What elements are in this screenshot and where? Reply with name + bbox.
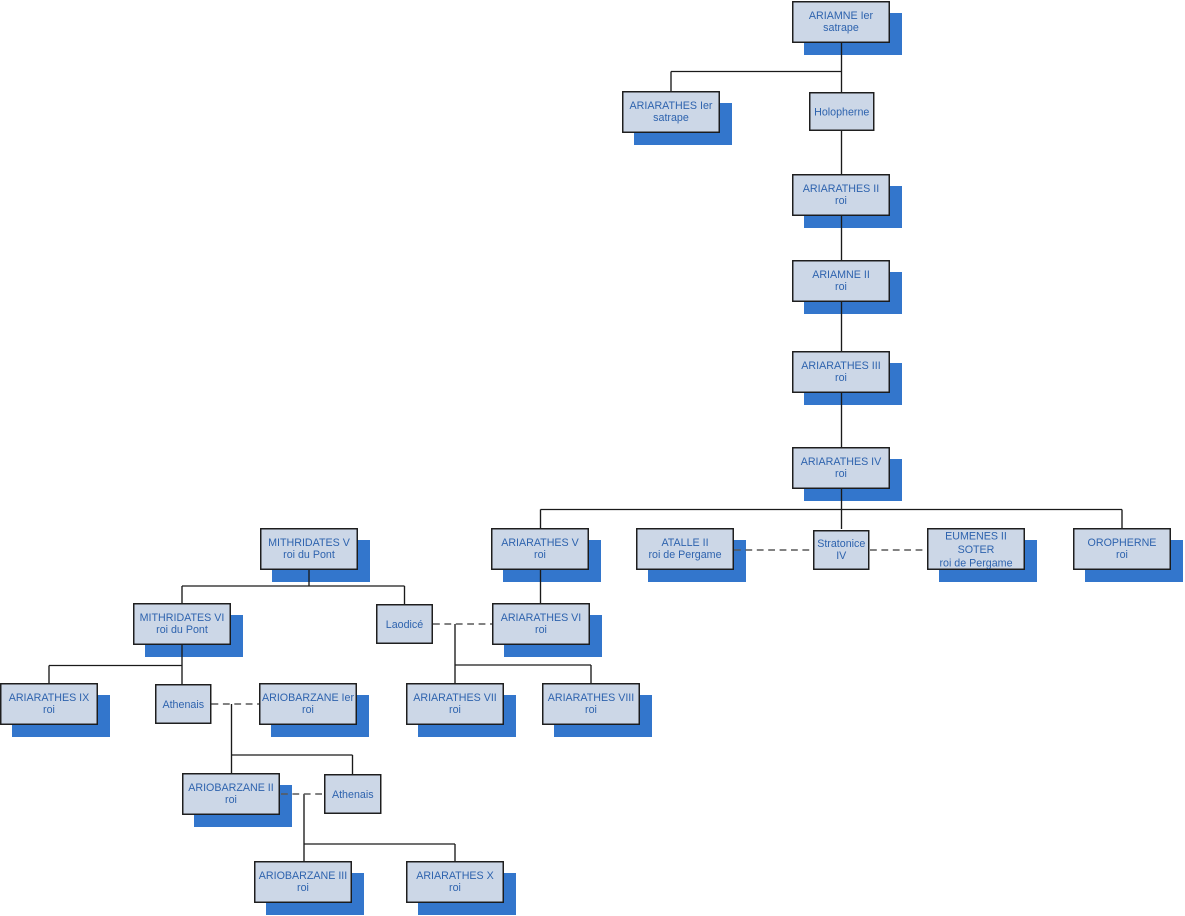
svg-text:MITHRIDATES VI: MITHRIDATES VI bbox=[140, 612, 225, 624]
svg-text:Holopherne: Holopherne bbox=[814, 107, 869, 119]
svg-text:ARIAMNE Ier: ARIAMNE Ier bbox=[809, 10, 874, 22]
svg-text:OROPHERNE: OROPHERNE bbox=[1088, 537, 1157, 549]
svg-text:EUMENES II: EUMENES II bbox=[945, 531, 1007, 543]
svg-text:roi: roi bbox=[835, 372, 847, 384]
svg-text:roi: roi bbox=[297, 882, 309, 894]
svg-text:ARIOBARZANE Ier: ARIOBARZANE Ier bbox=[262, 692, 354, 704]
svg-text:ARIARATHES IV: ARIARATHES IV bbox=[801, 456, 882, 468]
svg-text:ATALLE II: ATALLE II bbox=[661, 537, 708, 549]
svg-text:roi: roi bbox=[225, 794, 237, 806]
svg-text:roi: roi bbox=[449, 882, 461, 894]
svg-text:SOTER: SOTER bbox=[958, 544, 995, 556]
svg-text:ARIARATHES Ier: ARIARATHES Ier bbox=[630, 100, 713, 112]
svg-text:Laodicé: Laodicé bbox=[386, 619, 423, 631]
svg-text:ARIARATHES X: ARIARATHES X bbox=[416, 870, 494, 882]
svg-text:MITHRIDATES V: MITHRIDATES V bbox=[268, 537, 351, 549]
svg-text:Athenais: Athenais bbox=[162, 699, 204, 711]
svg-text:roi: roi bbox=[535, 624, 547, 636]
svg-text:roi: roi bbox=[585, 704, 597, 716]
svg-text:roi de Pergame: roi de Pergame bbox=[648, 549, 721, 561]
svg-text:roi de Pergame: roi de Pergame bbox=[939, 557, 1012, 569]
svg-text:roi: roi bbox=[302, 704, 314, 716]
svg-text:roi: roi bbox=[835, 281, 847, 293]
svg-text:roi: roi bbox=[449, 704, 461, 716]
svg-text:ARIARATHES VIII: ARIARATHES VIII bbox=[548, 692, 635, 704]
svg-text:ARIARATHES IX: ARIARATHES IX bbox=[9, 692, 90, 704]
svg-text:ARIOBARZANE II: ARIOBARZANE II bbox=[188, 782, 274, 794]
svg-text:roi: roi bbox=[835, 195, 847, 207]
svg-text:roi: roi bbox=[835, 468, 847, 480]
svg-text:Athenais: Athenais bbox=[332, 789, 374, 801]
svg-text:ARIAMNE II: ARIAMNE II bbox=[812, 269, 870, 281]
svg-text:ARIOBARZANE III: ARIOBARZANE III bbox=[259, 870, 348, 882]
svg-text:satrape: satrape bbox=[653, 112, 689, 124]
svg-text:roi: roi bbox=[534, 549, 546, 561]
svg-text:ARIARATHES VII: ARIARATHES VII bbox=[413, 692, 497, 704]
svg-text:IV: IV bbox=[836, 550, 847, 562]
svg-text:ARIARATHES III: ARIARATHES III bbox=[801, 360, 880, 372]
svg-text:Stratonice: Stratonice bbox=[817, 538, 865, 550]
svg-text:roi du Pont: roi du Pont bbox=[283, 549, 335, 561]
svg-text:satrape: satrape bbox=[823, 22, 859, 34]
svg-text:ARIARATHES II: ARIARATHES II bbox=[803, 183, 879, 195]
svg-text:ARIARATHES V: ARIARATHES V bbox=[501, 537, 579, 549]
svg-text:roi: roi bbox=[1116, 549, 1128, 561]
svg-text:roi: roi bbox=[43, 704, 55, 716]
svg-text:roi du Pont: roi du Pont bbox=[156, 624, 208, 636]
svg-text:ARIARATHES VI: ARIARATHES VI bbox=[501, 612, 582, 624]
